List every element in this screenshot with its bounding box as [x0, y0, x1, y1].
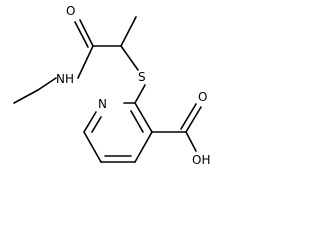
- bond-ring-c2-c3-inner: [130, 110, 144, 133]
- amide-nitrogen-label: NH: [56, 72, 74, 86]
- bond-amide-co-2: [74, 21, 89, 48]
- bond-ethyl-ch2-n: [37, 77, 57, 91]
- ring-nitrogen-label: N: [98, 97, 107, 111]
- bond-ch-methyl: [120, 16, 137, 47]
- bond-acid-co-2: [180, 103, 197, 130]
- hydroxyl-label: OH: [192, 153, 210, 167]
- bond-ring-c2-c3: [134, 102, 153, 133]
- chemical-structure: O NH S N O OH: [13, 4, 210, 167]
- bond-ring-c3-c4: [134, 131, 153, 163]
- amide-oxygen-label: O: [66, 4, 75, 18]
- bond-ring-c6-n-inner: [91, 116, 102, 133]
- bond-s-ring: [134, 84, 146, 104]
- bond-amide-co-1: [79, 19, 94, 47]
- bond-ch-s: [120, 45, 139, 71]
- sulfur-label: S: [138, 70, 146, 84]
- bond-acid-oh: [185, 131, 197, 152]
- bond-ring-c5-c6: [83, 131, 102, 163]
- bond-acid-co-1: [185, 106, 202, 133]
- bond-ethyl-ch3-ch2: [13, 89, 39, 104]
- carbonyl-oxygen-label: O: [198, 90, 207, 104]
- bond-ring-c6-n: [83, 111, 97, 133]
- bond-n-carbonyl: [77, 45, 94, 79]
